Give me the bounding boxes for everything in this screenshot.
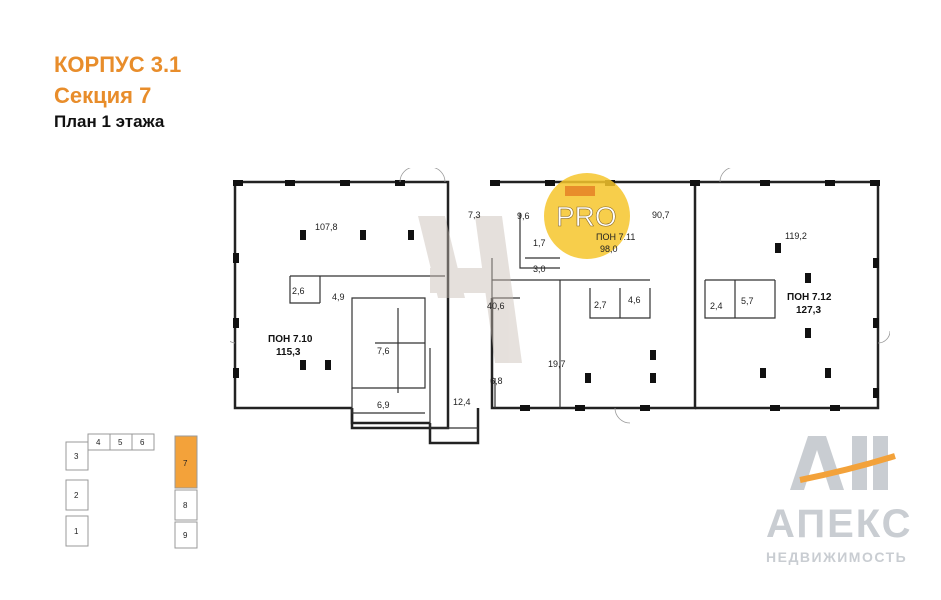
room-area: 7,6	[377, 346, 390, 356]
keymap-section-3	[65, 441, 89, 471]
room-area: 9,6	[517, 211, 530, 221]
watermark-logo-mark	[418, 216, 522, 363]
room-area: 107,8	[315, 222, 338, 232]
keymap-label: 5	[118, 438, 123, 447]
keymap-section-7	[174, 435, 198, 489]
keymap-label: 9	[183, 531, 188, 540]
floor-title: План 1 этажа	[54, 112, 165, 131]
unit-area: 98,0	[600, 244, 618, 254]
unit-labels: ПОН 7.10 115,3 ПОН 7.11 98,0 ПОН 7.12 12…	[268, 232, 832, 358]
keymap-section-9	[174, 521, 198, 549]
room-area: 6,8	[490, 376, 503, 386]
room-area: 90,7	[652, 210, 670, 220]
room-area: 4,6	[628, 295, 641, 305]
keymap-label: 4	[96, 438, 101, 447]
room-area: 119,2	[785, 231, 807, 241]
room-area: 1,7	[533, 238, 546, 248]
room-area: 2,7	[594, 300, 607, 310]
unit-name: ПОН 7.10	[268, 334, 313, 345]
keymap-section-2	[65, 479, 89, 511]
unit-name: ПОН 7.12	[787, 292, 832, 303]
logo-mark	[790, 436, 896, 490]
room-area: 2,4	[710, 301, 723, 311]
room-area: 40,6	[487, 301, 505, 311]
room-area: 7,3	[468, 210, 481, 220]
inner-walls	[289, 213, 776, 429]
room-area: 19,7	[548, 359, 566, 369]
section-keymap: 3 4 5 6 7 2 1 8 9	[65, 433, 198, 549]
keymap-label: 2	[74, 491, 79, 500]
room-area: 2,6	[292, 286, 305, 296]
room-labels: 107,8 2,6 4,9 7,6 6,9 12,4 7,3 9,6 1,7 3…	[292, 210, 807, 410]
keymap-label: 8	[183, 501, 188, 510]
room-area: 12,4	[453, 397, 471, 407]
room-area: 6,9	[377, 400, 390, 410]
columns	[300, 230, 831, 383]
room-area: 4,9	[332, 292, 345, 302]
agency-logo	[790, 436, 896, 490]
unit-area: 127,3	[796, 305, 821, 316]
floor-plan: PRO 107,8 2,6 4,9 7,6 6,9 12,4 7,3 9,6 1…	[230, 168, 890, 445]
keymap-label: 6	[140, 438, 145, 447]
pro-badge-label: PRO	[556, 201, 617, 232]
pro-badge: PRO	[544, 173, 630, 259]
logo-word: АПЕКС	[766, 502, 913, 546]
logo-subtitle: НЕДВИЖИМОСТЬ	[766, 549, 908, 565]
keymap-section-8	[174, 489, 198, 521]
keymap-label: 3	[74, 452, 79, 461]
keymap-section-1	[65, 515, 89, 547]
unit-name: ПОН 7.11	[596, 232, 635, 242]
room-area: 3,0	[533, 264, 546, 274]
room-area: 5,7	[741, 296, 754, 306]
keymap-label: 1	[74, 527, 79, 536]
unit-area: 115,3	[276, 347, 301, 358]
section-title: Секция 7	[54, 83, 152, 108]
building-title: КОРПУС 3.1	[54, 52, 182, 77]
doors	[230, 168, 890, 424]
keymap-section-6	[131, 433, 155, 451]
keymap-label: 7	[183, 459, 188, 468]
